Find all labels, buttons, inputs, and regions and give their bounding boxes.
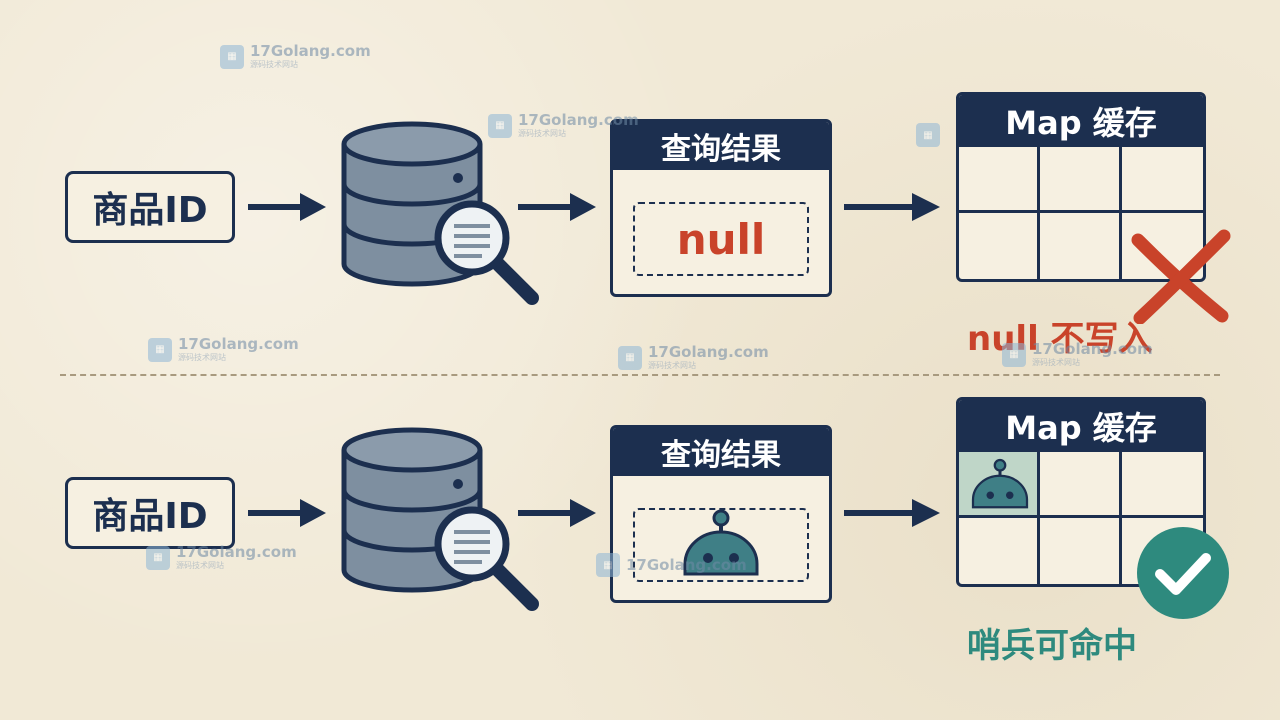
watermark-logo-icon: ▦: [488, 113, 512, 138]
map-cell: [1040, 213, 1122, 279]
product-id-box: 商品ID: [65, 477, 235, 549]
sentinel-hit-caption: 哨兵可命中: [967, 626, 1137, 666]
watermark-logo-icon: ▦: [148, 337, 172, 362]
arrow-icon: [844, 193, 940, 221]
arrow-icon: [518, 499, 596, 527]
watermark-logo-icon: ▦: [1002, 342, 1026, 367]
watermark-text: 17Golang.com: [1032, 340, 1153, 358]
watermark-logo-icon: ▦: [146, 545, 170, 570]
map-cell: [959, 147, 1041, 213]
arrow-icon: [518, 193, 596, 221]
watermark-text: 17Golang.com: [178, 335, 299, 353]
watermark-subtext: 源码技术网站: [518, 129, 566, 138]
arrow-icon: [248, 193, 326, 221]
product-id-label: 商品ID: [92, 496, 208, 537]
query-result-header: 查询结果: [613, 428, 829, 476]
watermark-subtext: 源码技术网站: [648, 361, 696, 370]
watermark-subtext: 源码技术网站: [250, 60, 298, 69]
query-result-card: 查询结果: [610, 425, 832, 603]
watermark-text: 17Golang.com: [176, 543, 297, 561]
check-circle-icon: [1137, 527, 1229, 619]
product-id-label: 商品ID: [92, 190, 208, 231]
watermark-logo-icon: ▦: [916, 123, 940, 147]
map-cell: [1121, 147, 1203, 213]
result-value-slot: [633, 508, 809, 582]
result-value-slot: null: [633, 202, 809, 276]
map-cell: [1040, 452, 1122, 518]
map-cache-grid: [959, 452, 1203, 584]
database-search-icon: [341, 427, 539, 611]
watermark: ▦: [916, 123, 940, 147]
arrow-icon: [844, 499, 940, 527]
map-cell: [959, 213, 1041, 279]
watermark-subtext: 源码技术网站: [178, 353, 226, 362]
watermark-logo-icon: ▦: [596, 553, 620, 577]
watermark-text: 17Golang.com: [250, 42, 371, 60]
map-cell: [1121, 452, 1203, 518]
watermark: ▦ 17Golang.com: [596, 553, 747, 577]
cross-icon: [1131, 229, 1231, 324]
map-cell: [959, 518, 1041, 584]
product-id-box: 商品ID: [65, 171, 235, 243]
map-cache-grid: [959, 147, 1203, 279]
arrow-icon: [248, 499, 326, 527]
watermark-logo-icon: ▦: [220, 44, 244, 69]
null-not-written-caption: null 不写入: [967, 319, 1153, 359]
watermark-text: 17Golang.com: [518, 111, 639, 129]
watermark-logo-icon: ▦: [618, 345, 642, 370]
sentinel-robot-icon: [683, 509, 759, 576]
map-cell: [1040, 147, 1122, 213]
section-divider: [60, 374, 1220, 376]
query-result-card: 查询结果 null: [610, 119, 832, 297]
sentinel-robot-icon: [971, 458, 1029, 509]
map-cell-hit: [959, 452, 1041, 518]
query-result-header: 查询结果: [613, 122, 829, 170]
watermark-subtext: 源码技术网站: [1032, 358, 1080, 367]
null-value: null: [676, 214, 766, 264]
watermark-text: 17Golang.com: [648, 343, 769, 361]
map-cache-header: Map 缓存: [959, 400, 1203, 452]
map-cell: [1040, 518, 1122, 584]
watermark-text: 17Golang.com: [626, 555, 747, 574]
map-cache-card: Map 缓存: [956, 92, 1206, 282]
database-search-icon: [341, 121, 539, 305]
map-cache-header: Map 缓存: [959, 95, 1203, 147]
watermark-subtext: 源码技术网站: [176, 561, 224, 570]
